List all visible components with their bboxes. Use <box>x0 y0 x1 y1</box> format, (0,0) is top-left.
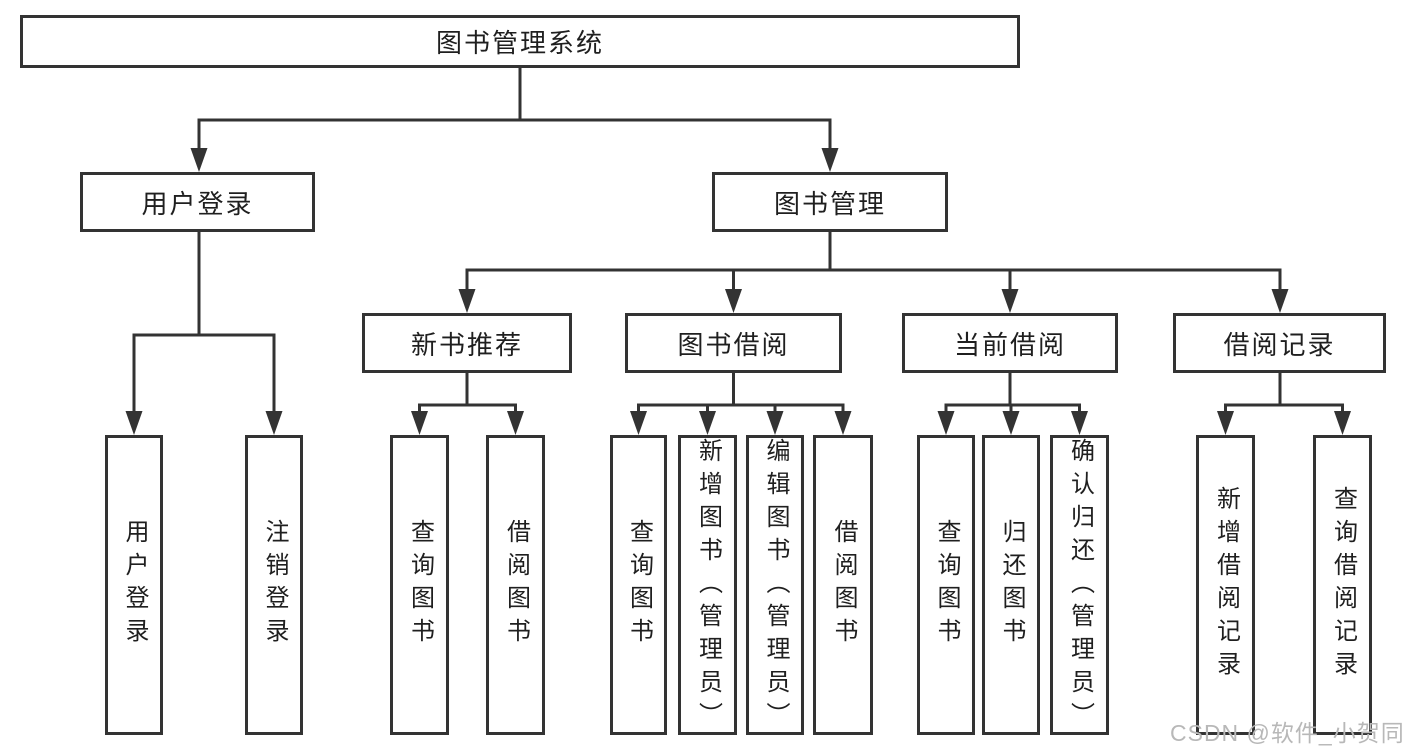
node-new-book-recommend: 新书推荐 <box>362 313 572 373</box>
leaf-logout: 注销登录 <box>245 435 303 735</box>
leaf-return-books-label: 归还图书 <box>998 519 1025 651</box>
node-book-management-label: 图书管理 <box>773 188 886 219</box>
leaf-edit-books-admin-label: 编辑图书（管理员） <box>762 438 789 735</box>
leaf-add-books-admin: 新增图书（管理员） <box>678 435 737 735</box>
leaf-edit-books-admin: 编辑图书（管理员） <box>746 435 804 735</box>
edges-current-borrow-to-leaves <box>937 371 1088 435</box>
edges-book-borrow-to-leaves <box>630 371 852 435</box>
leaf-recommend-query-books-label: 查询图书 <box>406 519 434 651</box>
node-user-login-label: 用户登录 <box>141 188 254 219</box>
edges-borrow-records-to-leaves <box>1217 371 1351 435</box>
leaf-current-query-books-label: 查询图书 <box>933 519 960 651</box>
node-book-borrow: 图书借阅 <box>625 313 842 373</box>
leaf-query-borrow-record-label: 查询借阅记录 <box>1329 486 1357 684</box>
edges-new-book-recommend-to-leaves <box>411 371 524 435</box>
leaf-add-borrow-record: 新增借阅记录 <box>1196 435 1255 735</box>
node-new-book-recommend-label: 新书推荐 <box>410 329 523 360</box>
node-root-label: 图书管理系统 <box>435 28 604 58</box>
leaf-confirm-return-admin: 确认归还（管理员） <box>1050 435 1109 735</box>
leaf-borrow-books: 借阅图书 <box>813 435 873 735</box>
leaf-recommend-borrow-books-label: 借阅图书 <box>502 519 530 651</box>
csdn-watermark: CSDN @软件_小贺同学 <box>1170 720 1405 746</box>
leaf-recommend-query-books: 查询图书 <box>390 435 449 735</box>
leaf-recommend-borrow-books: 借阅图书 <box>486 435 545 735</box>
edges-book-management-to-level3 <box>458 230 1289 313</box>
leaf-borrow-query-books-label: 查询图书 <box>625 519 653 651</box>
node-book-management: 图书管理 <box>712 172 948 232</box>
leaf-user-login-label: 用户登录 <box>121 519 148 651</box>
leaf-user-login: 用户登录 <box>105 435 163 735</box>
leaf-logout-label: 注销登录 <box>261 519 288 651</box>
edges-root-to-level2 <box>190 66 839 172</box>
leaf-query-borrow-record: 查询借阅记录 <box>1313 435 1372 735</box>
leaf-add-books-admin-label: 新增图书（管理员） <box>694 438 722 735</box>
node-user-login: 用户登录 <box>80 172 315 232</box>
node-borrow-records-label: 借阅记录 <box>1223 329 1336 360</box>
node-root: 图书管理系统 <box>20 15 1020 68</box>
node-current-borrow-label: 当前借阅 <box>953 329 1066 360</box>
leaf-current-query-books: 查询图书 <box>917 435 975 735</box>
leaf-add-borrow-record-label: 新增借阅记录 <box>1212 486 1240 684</box>
edges-user-login-to-leaves <box>125 230 283 435</box>
leaf-borrow-books-label: 借阅图书 <box>830 519 857 651</box>
leaf-confirm-return-admin-label: 确认归还（管理员） <box>1066 438 1094 735</box>
leaf-return-books: 归还图书 <box>982 435 1040 735</box>
node-borrow-records: 借阅记录 <box>1173 313 1386 373</box>
leaf-borrow-query-books: 查询图书 <box>610 435 667 735</box>
node-book-borrow-label: 图书借阅 <box>677 329 790 360</box>
node-current-borrow: 当前借阅 <box>902 313 1118 373</box>
